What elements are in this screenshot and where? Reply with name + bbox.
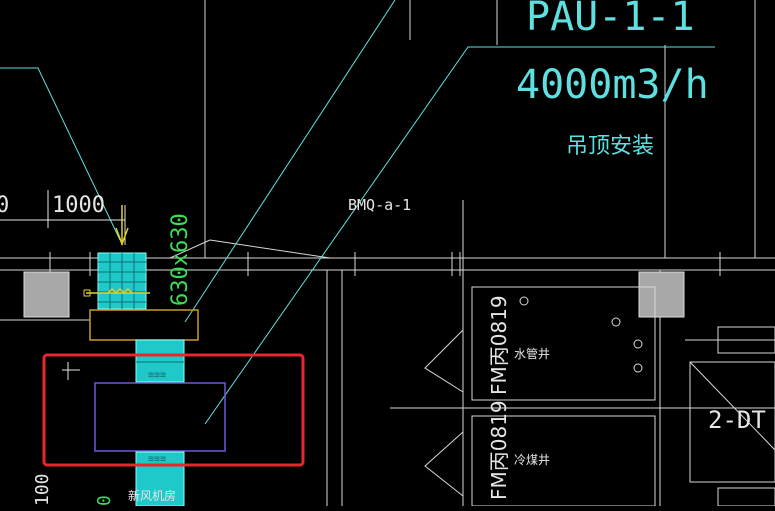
airflow-label: 4000m3/h bbox=[516, 62, 709, 108]
middle-duct: ≋≋≋ bbox=[135, 339, 185, 383]
unit-frame bbox=[89, 309, 199, 341]
column-right bbox=[638, 271, 685, 318]
lower-duct: ≋≋≋ bbox=[135, 451, 185, 507]
dimension-text-left: 0 bbox=[0, 193, 9, 218]
svg-text:≋≋≋: ≋≋≋ bbox=[148, 370, 166, 381]
leader-lines bbox=[0, 0, 715, 425]
shaft-2-name: 冷煤井 bbox=[514, 453, 550, 467]
duct-size-label: 630x630 bbox=[168, 213, 193, 306]
air-direction-marker bbox=[115, 205, 129, 247]
install-note: 吊顶安装 bbox=[566, 134, 654, 159]
column-left bbox=[23, 271, 70, 318]
left-marker bbox=[62, 362, 80, 380]
shaft-1-door-code: FM丙0819 bbox=[487, 295, 511, 395]
elevator-tag: 2-DT bbox=[708, 406, 766, 434]
damper-tag: BMQ-a-1 bbox=[348, 196, 411, 214]
dimension-text-mid: 1000 bbox=[52, 193, 105, 218]
bottom-dim-mid: 0 bbox=[94, 495, 115, 506]
highlight-box[interactable] bbox=[42, 353, 305, 467]
room-label: 新风机房 bbox=[128, 488, 176, 503]
shaft-1 bbox=[424, 286, 656, 401]
shaft-2-door-code: FM丙0819 bbox=[487, 400, 511, 500]
unit-name: PAU-1-1 bbox=[526, 0, 695, 40]
svg-text:≋≋≋: ≋≋≋ bbox=[148, 454, 166, 465]
wall-ticks bbox=[49, 252, 721, 276]
shaft-1-name: 水管井 bbox=[514, 346, 550, 361]
upper-duct bbox=[83, 252, 150, 310]
bottom-dim-left: 100 bbox=[32, 473, 53, 506]
pau-unit-outline[interactable] bbox=[94, 382, 226, 452]
dimension-line bbox=[0, 190, 126, 245]
